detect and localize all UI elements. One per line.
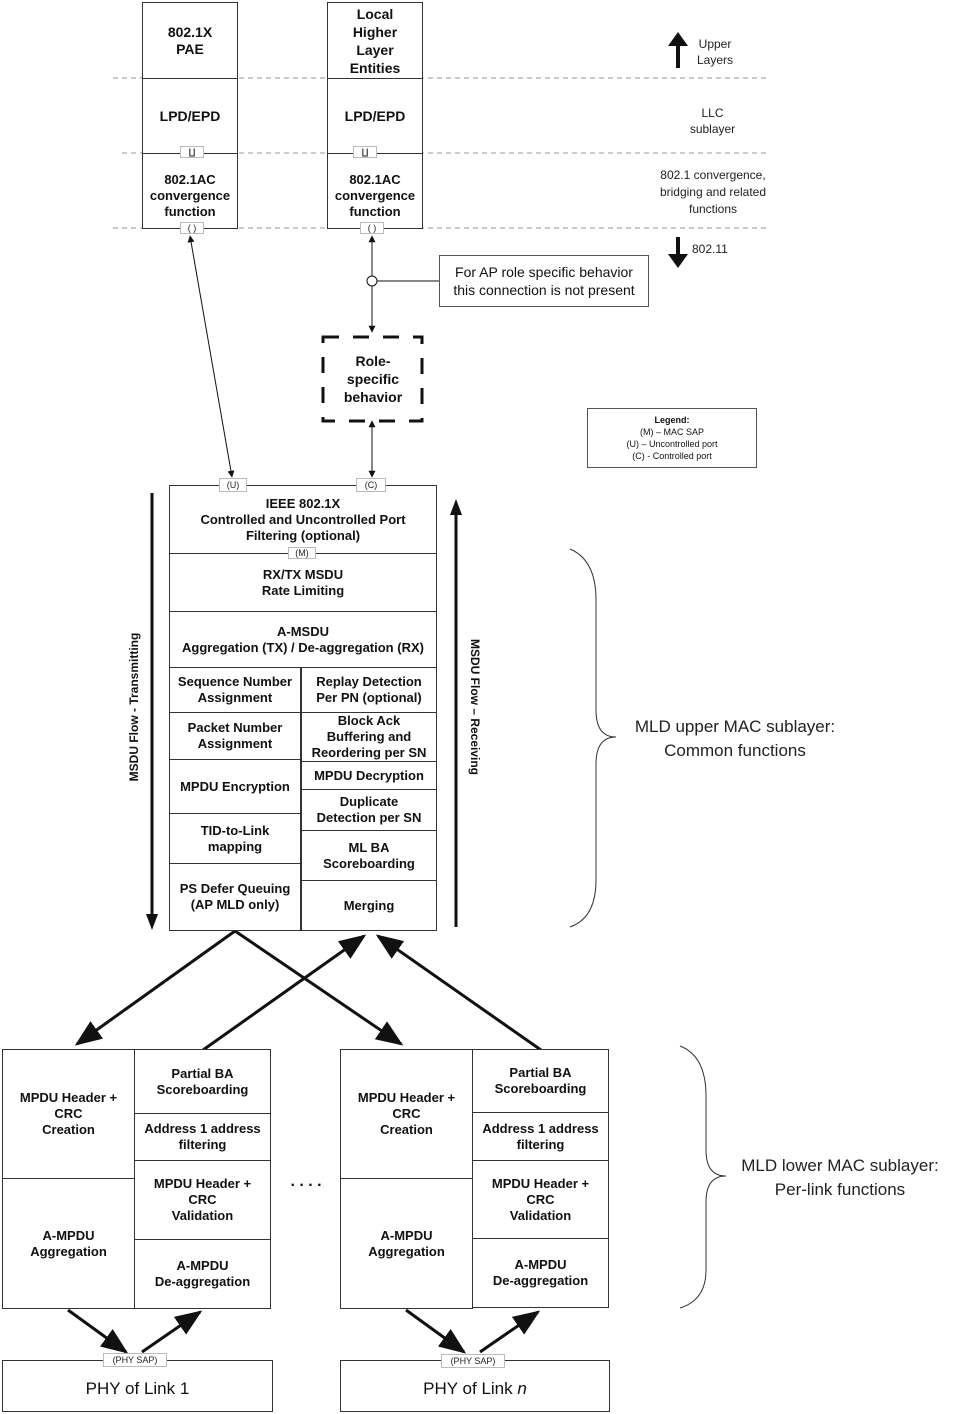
- block-ack-reordering: Block Ack Buffering and Reordering per S…: [301, 712, 437, 762]
- mac-sap: (M): [288, 547, 316, 559]
- linkn-address-filtering: Address 1 address filtering: [472, 1112, 609, 1161]
- phy-sap-link1: (PHY SAP): [103, 1353, 167, 1367]
- ap-role-note: For AP role specific behavior this conne…: [439, 255, 649, 307]
- upper-layers-arrow: [668, 32, 688, 68]
- local-entities-box: Local Higher Layer Entities: [327, 2, 423, 79]
- ml-ba-scoreboarding: ML BA Scoreboarding: [301, 830, 437, 881]
- legend-controlled: (C) - Controlled port: [632, 451, 712, 461]
- legend-uncontrolled: (U) – Uncontrolled port: [626, 439, 718, 449]
- lower-mac-label: MLD lower MAC sublayer: Per-link functio…: [741, 1156, 939, 1199]
- link1-partial-ba: Partial BA Scoreboarding: [134, 1049, 271, 1114]
- sequence-number-assignment: Sequence Number Assignment: [169, 667, 301, 713]
- junction-dot: [366, 275, 378, 287]
- uncontrolled-port-link: [187, 235, 235, 478]
- link1-header-creation: MPDU Header + CRC Creation: [2, 1049, 135, 1179]
- link1-to-phy-arrow: [67, 1308, 129, 1354]
- convergence-sap-left: ( ): [180, 222, 204, 234]
- linkn-header-validation: MPDU Header + CRC Validation: [472, 1160, 609, 1239]
- amsdu-aggregation: A-MSDU Aggregation (TX) / De-aggregation…: [169, 611, 437, 668]
- convergence-layer-label: 802.1 convergence, bridging and related …: [659, 168, 767, 216]
- linkn-header-creation: MPDU Header + CRC Creation: [340, 1049, 473, 1179]
- phy-to-linkn-arrow: [479, 1310, 541, 1354]
- merging: Merging: [301, 880, 437, 931]
- rx-flow-label: MSDU Flow – Receiving: [468, 638, 482, 776]
- controlled-port: (C): [356, 478, 386, 492]
- convergence-right: 802.1AC convergence function: [327, 153, 423, 229]
- linkn-to-phy-arrow: [405, 1308, 467, 1354]
- convergence-left: 802.1AC convergence function: [142, 153, 238, 229]
- legend: Legend: (M) – MAC SAP (U) – Uncontrolled…: [587, 408, 757, 468]
- pae-box: 802.1X PAE: [142, 2, 238, 79]
- link1-to-rx-arrow: [202, 934, 367, 1052]
- packet-number-assignment: Packet Number Assignment: [169, 712, 301, 760]
- linkn-partial-ba: Partial BA Scoreboarding: [472, 1049, 609, 1113]
- link1-address-filtering: Address 1 address filtering: [134, 1113, 271, 1161]
- mpdu-encryption: MPDU Encryption: [169, 759, 301, 814]
- link1-ampdu-deaggregation: A-MPDU De-aggregation: [134, 1239, 271, 1309]
- tx-flow-label: MSDU Flow - Transmitting: [127, 632, 141, 782]
- linkn-to-rx-arrow: [375, 934, 542, 1052]
- links-ellipsis: . . . .: [290, 1173, 322, 1190]
- tid-to-link-mapping: TID-to-Link mapping: [169, 813, 301, 864]
- upper-brace: [569, 548, 617, 928]
- llc-sublayer-label: LLC sublayer: [689, 106, 736, 136]
- tx-to-link1-arrow: [74, 929, 236, 1046]
- link1-header-validation: MPDU Header + CRC Validation: [134, 1160, 271, 1240]
- llc-sap-right: ∐: [353, 146, 377, 158]
- lpd-epd-left: LPD/EPD: [142, 78, 238, 154]
- role-specific-behavior: Role- specific behavior: [343, 353, 403, 405]
- tx-to-linkn-arrow: [234, 929, 404, 1046]
- phy-linkn-variable: n: [517, 1379, 527, 1398]
- ieee80211-arrow: [668, 237, 688, 268]
- legend-title: Legend:: [654, 415, 690, 425]
- phy-linkn-prefix: PHY of Link: [423, 1379, 518, 1398]
- upper-mac-label: MLD upper MAC sublayer: Common functions: [634, 717, 836, 760]
- legend-mac-sap: (M) – MAC SAP: [639, 427, 704, 437]
- lower-brace: [679, 1045, 727, 1309]
- tx-flow-arrow: [146, 493, 158, 930]
- linkn-ampdu-aggregation: A-MPDU Aggregation: [340, 1178, 473, 1309]
- rate-limiting: RX/TX MSDU Rate Limiting: [169, 553, 437, 612]
- phy-link1: PHY of Link 1: [2, 1360, 273, 1412]
- convergence-sap-right: ( ): [360, 222, 384, 234]
- duplicate-detection: Duplicate Detection per SN: [301, 789, 437, 831]
- upper-layers-label: Upper Layers: [696, 37, 734, 67]
- ieee80211-label: 802.11: [692, 242, 728, 256]
- replay-detection: Replay Detection Per PN (optional): [301, 667, 437, 713]
- link1-ampdu-aggregation: A-MPDU Aggregation: [2, 1178, 135, 1309]
- phy-to-link1-arrow: [141, 1310, 203, 1354]
- linkn-ampdu-deaggregation: A-MPDU De-aggregation: [472, 1238, 609, 1308]
- uncontrolled-port: (U): [219, 478, 247, 492]
- ps-defer-queuing: PS Defer Queuing (AP MLD only): [169, 863, 301, 931]
- rx-flow-arrow: [450, 499, 462, 927]
- port-filtering: IEEE 802.1X Controlled and Uncontrolled …: [169, 485, 437, 554]
- llc-sap-left: ∐: [180, 146, 204, 158]
- phy-sap-linkn: (PHY SAP): [441, 1354, 505, 1368]
- lpd-epd-right: LPD/EPD: [327, 78, 423, 154]
- mpdu-decryption: MPDU Decryption: [301, 761, 437, 790]
